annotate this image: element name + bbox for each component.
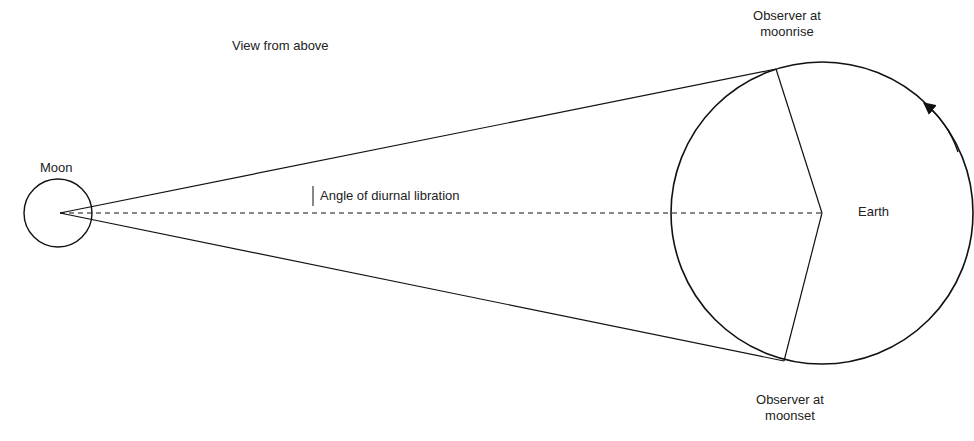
radius-moonset [784,213,822,361]
radius-moonrise [776,69,822,213]
observer-label: Observer at moonset [748,392,832,424]
view-note: View from above [232,38,329,54]
sight-line-moonrise [60,69,776,213]
earth-circle [671,62,973,364]
angle-tick [313,186,314,206]
moon-label: Moon [40,160,73,176]
angle-label: Angle of diurnal libration [320,188,459,204]
center-line [60,212,822,213]
sight-line-moonset [60,213,784,361]
observer-label: Observer at moonrise [745,8,829,40]
rotation-arrow [924,103,958,152]
earth-label: Earth [858,204,889,220]
